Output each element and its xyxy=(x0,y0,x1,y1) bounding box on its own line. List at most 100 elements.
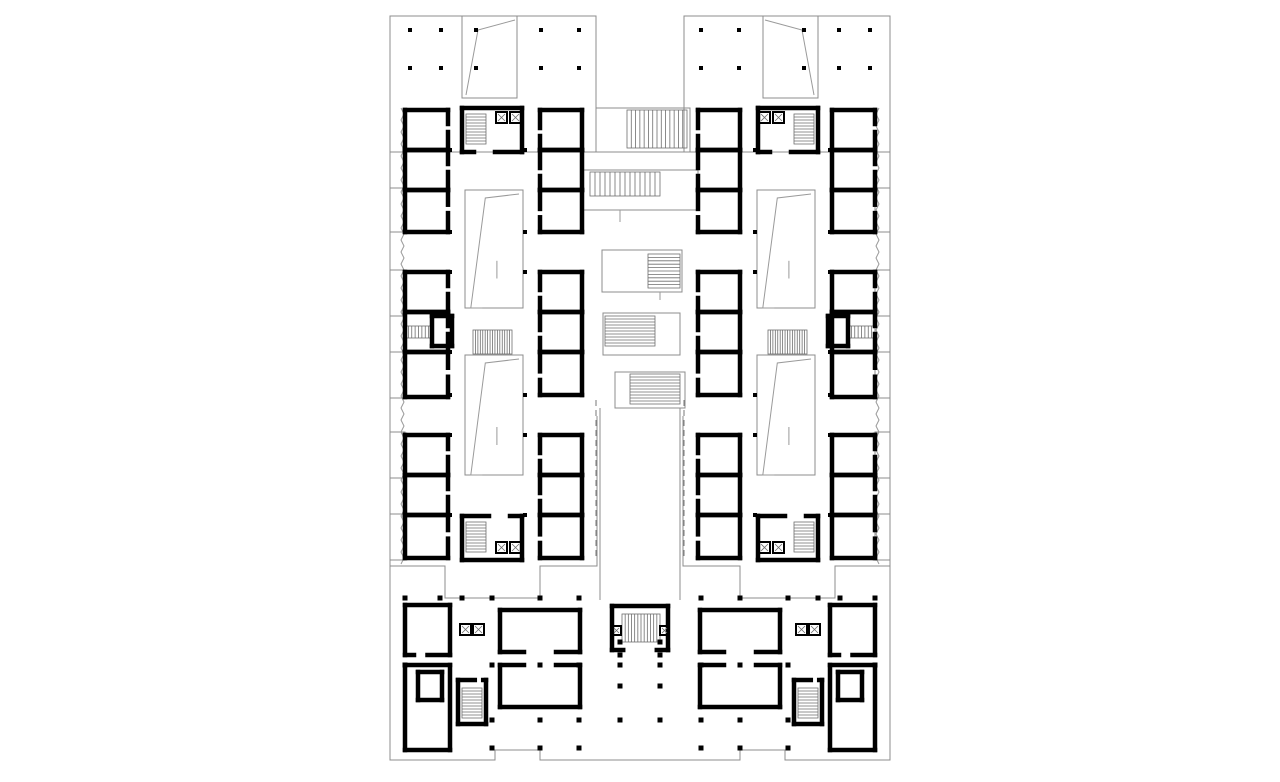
column xyxy=(537,595,543,601)
column xyxy=(698,745,704,751)
elevator-icon xyxy=(758,111,771,124)
column xyxy=(489,662,495,668)
column xyxy=(439,66,443,70)
column xyxy=(837,28,841,32)
column xyxy=(474,66,478,70)
elevator-cross xyxy=(461,625,470,634)
bridge-outline xyxy=(601,249,683,293)
column xyxy=(577,28,581,32)
column xyxy=(448,513,452,517)
column xyxy=(576,745,582,751)
side-fin xyxy=(874,187,891,233)
elevator-cross xyxy=(760,113,769,122)
column xyxy=(753,513,757,517)
column xyxy=(539,66,543,70)
column xyxy=(802,66,806,70)
column xyxy=(402,662,408,668)
atrium-line xyxy=(762,193,812,309)
room-walls xyxy=(402,105,878,753)
column xyxy=(408,66,412,70)
atrium-line xyxy=(470,358,520,476)
elevator-cross xyxy=(511,543,520,552)
column xyxy=(815,595,821,601)
elevator-icon xyxy=(495,111,508,124)
column xyxy=(872,595,878,601)
column xyxy=(523,513,527,517)
column xyxy=(539,28,543,32)
column xyxy=(753,270,757,274)
column xyxy=(489,595,495,601)
column xyxy=(828,393,832,397)
column xyxy=(523,148,527,152)
column xyxy=(523,270,527,274)
column xyxy=(576,662,582,668)
column xyxy=(837,595,843,601)
column xyxy=(523,230,527,234)
elevator-icon xyxy=(659,625,670,636)
atrium-line xyxy=(764,19,815,96)
column xyxy=(537,717,543,723)
column xyxy=(657,639,663,645)
column xyxy=(753,148,757,152)
column xyxy=(785,717,791,723)
pavilion-outline xyxy=(389,15,597,153)
atrium-void xyxy=(464,354,524,476)
column xyxy=(657,683,663,689)
column xyxy=(523,393,527,397)
column xyxy=(699,28,703,32)
column xyxy=(402,595,408,601)
elevator-icon xyxy=(509,111,522,124)
column xyxy=(828,270,832,274)
column xyxy=(448,433,452,437)
column xyxy=(698,717,704,723)
elevator-cross xyxy=(661,627,668,634)
column xyxy=(828,433,832,437)
column xyxy=(699,66,703,70)
column xyxy=(737,66,741,70)
column xyxy=(448,230,452,234)
column xyxy=(657,717,663,723)
elevator-icon xyxy=(495,541,508,554)
column xyxy=(408,28,412,32)
elevator-icon xyxy=(795,623,808,636)
podium-outline xyxy=(389,566,891,761)
column xyxy=(439,28,443,32)
pavilion-outline xyxy=(683,15,891,153)
column xyxy=(737,595,743,601)
column xyxy=(868,66,872,70)
column xyxy=(837,66,841,70)
column xyxy=(698,595,704,601)
atrium-void xyxy=(756,354,816,476)
elevator-cross xyxy=(497,113,506,122)
atrium-line xyxy=(470,193,520,309)
column xyxy=(872,662,878,668)
bridge-outline xyxy=(602,312,681,356)
column xyxy=(459,595,465,601)
column xyxy=(828,148,832,152)
elevator-icon xyxy=(459,623,472,636)
column xyxy=(617,683,623,689)
column xyxy=(448,148,452,152)
column xyxy=(657,652,663,658)
column xyxy=(617,652,623,658)
column xyxy=(802,28,806,32)
elevator-cross xyxy=(774,113,783,122)
atrium-void xyxy=(762,15,819,99)
elevator-icon xyxy=(472,623,485,636)
column xyxy=(785,745,791,751)
atrium-line xyxy=(762,358,812,476)
bridge-outline xyxy=(614,371,686,409)
staircases xyxy=(404,109,876,719)
elevator-icon xyxy=(509,541,522,554)
wing-outline xyxy=(682,152,891,599)
elevator-cross xyxy=(797,625,806,634)
column xyxy=(828,350,832,354)
column xyxy=(785,595,791,601)
column xyxy=(437,595,443,601)
column xyxy=(737,745,743,751)
column xyxy=(828,513,832,517)
bridge-outline xyxy=(595,107,691,153)
column xyxy=(828,230,832,234)
elevator-shafts xyxy=(459,111,821,636)
